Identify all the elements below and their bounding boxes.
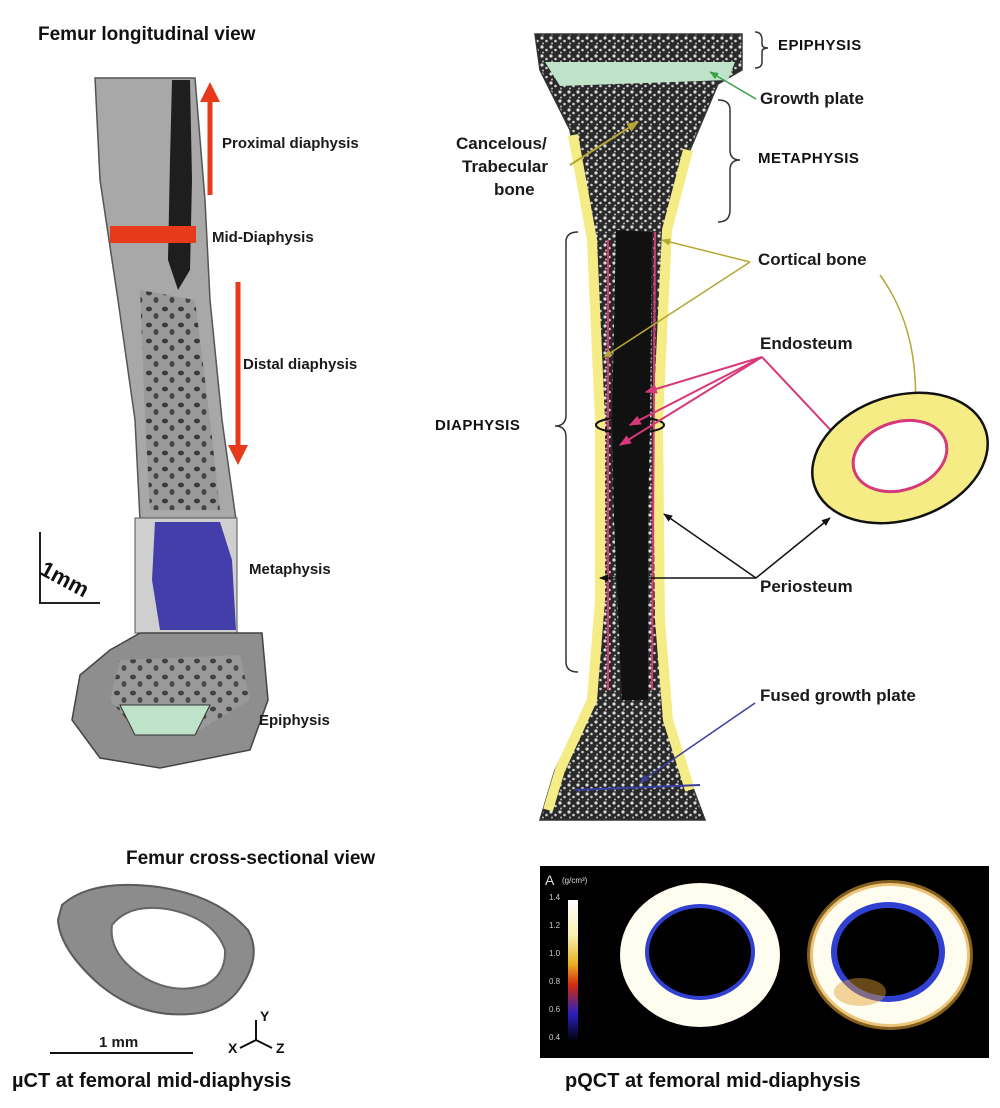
cortical-ring-diagram — [811, 391, 989, 525]
label-periosteum: Periosteum — [760, 577, 853, 596]
axis-z-label: Z — [276, 1040, 285, 1056]
axis-y-label: Y — [260, 1008, 270, 1024]
diaphysis-brace — [554, 231, 579, 673]
pqct-ring-right — [807, 880, 973, 1030]
label-cortical-bone: Cortical bone — [758, 250, 867, 269]
label-diaphysis-caps: DIAPHYSIS — [435, 417, 521, 434]
label-epiphysis-caps: EPIPHYSIS — [778, 37, 862, 54]
mid-diaphysis-band — [110, 226, 196, 243]
label-cancellous-2: Trabecular — [462, 157, 548, 176]
label-endosteum: Endosteum — [760, 334, 853, 353]
axis-x-label: X — [228, 1040, 238, 1056]
microct-ring-render — [56, 883, 255, 1016]
label-metaphysis-caps: METAPHYSIS — [758, 150, 860, 167]
pqct-unit: (g/cm³) — [562, 876, 588, 885]
pqct-panel-letter: A — [545, 872, 555, 888]
pqct-colorbar — [568, 900, 578, 1042]
cross-section-title: Femur cross-sectional view — [126, 848, 376, 869]
label-proximal-diaphysis: Proximal diaphysis — [222, 135, 359, 152]
label-epiphysis: Epiphysis — [259, 712, 330, 729]
microct-caption: µCT at femoral mid-diaphysis — [12, 1070, 292, 1092]
pqct-ring-left — [620, 883, 780, 1027]
label-cancellous-3: bone — [494, 180, 535, 199]
pqct-colorbar-tick: 1.0 — [549, 949, 561, 958]
pqct-colorbar-tick: 0.8 — [549, 977, 561, 986]
label-fused-growth-plate: Fused growth plate — [760, 686, 916, 705]
pqct-caption: pQCT at femoral mid-diaphysis — [565, 1070, 861, 1092]
pqct-colorbar-tick: 1.4 — [549, 893, 561, 902]
axis-triad — [239, 1020, 273, 1049]
microct-scale-label: 1 mm — [99, 1034, 139, 1051]
label-cancellous-1: Cancelous/ — [456, 134, 547, 153]
scale-bar — [39, 532, 100, 604]
longitudinal-title: Femur longitudinal view — [38, 24, 256, 45]
label-distal-diaphysis: Distal diaphysis — [243, 356, 358, 373]
label-metaphysis: Metaphysis — [249, 561, 331, 578]
pqct-colorbar-tick: 1.2 — [549, 921, 561, 930]
epiphysis-brace — [754, 31, 769, 69]
femur-longitudinal-render — [71, 77, 269, 769]
label-mid-diaphysis: Mid-Diaphysis — [212, 229, 314, 246]
label-growth-plate: Growth plate — [760, 89, 864, 108]
pqct-colorbar-tick: 0.6 — [549, 1005, 561, 1014]
metaphysis-brace — [717, 99, 741, 223]
pqct-colorbar-tick: 0.4 — [549, 1033, 561, 1042]
bone-schematic — [534, 33, 743, 821]
